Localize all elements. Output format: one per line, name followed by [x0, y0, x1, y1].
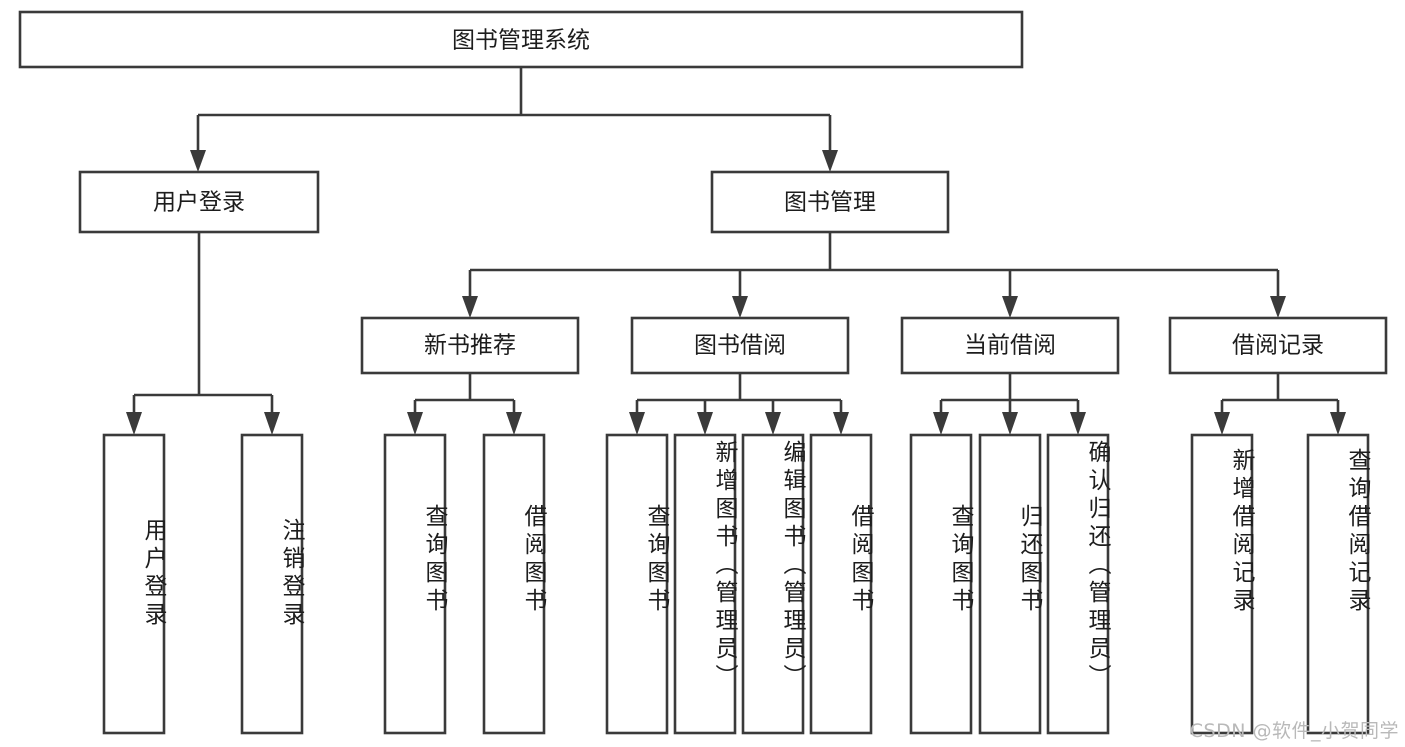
- connector-current-borrow-to-leaves: [933, 373, 1086, 435]
- node-current-borrow[interactable]: 当前借阅: [900, 316, 1120, 375]
- node-leaf-borrow-book-2-box[interactable]: [809, 433, 873, 735]
- arrow-head-icon: [822, 150, 838, 172]
- arrow-head-icon: [1002, 296, 1018, 318]
- node-root-label: 图书管理系统: [452, 28, 590, 54]
- node-user-login-label: 用户登录: [153, 190, 245, 216]
- connector-user-login-to-leaves: [126, 232, 280, 435]
- arrow-head-icon: [833, 412, 849, 435]
- arrow-head-icon: [629, 412, 645, 435]
- arrow-head-icon: [506, 412, 522, 435]
- node-current-borrow-box[interactable]: [900, 316, 1120, 375]
- node-leaf-query-record-box[interactable]: [1306, 433, 1370, 735]
- node-leaf-confirm-return-box[interactable]: [1046, 433, 1110, 735]
- node-borrow-record-label: 借阅记录: [1232, 333, 1324, 359]
- node-leaf-add-book-box[interactable]: [673, 433, 737, 735]
- connector-root-to-level2: [190, 67, 838, 172]
- arrow-head-icon: [1002, 412, 1018, 435]
- connector-book-manage-to-level3: [462, 232, 1286, 318]
- arrow-head-icon: [190, 150, 206, 172]
- node-new-book-recommend[interactable]: 新书推荐: [360, 316, 580, 375]
- node-current-borrow-label: 当前借阅: [964, 333, 1056, 359]
- node-leaf-logout-box[interactable]: [240, 433, 304, 735]
- node-leaf-borrow-book-1-box[interactable]: [482, 433, 546, 735]
- arrow-head-icon: [732, 296, 748, 318]
- arrow-head-icon: [1070, 412, 1086, 435]
- node-leaf-edit-book-box[interactable]: [741, 433, 805, 735]
- arrow-head-icon: [264, 412, 280, 435]
- connector-book-borrow-to-leaves: [629, 373, 849, 435]
- node-user-login-box[interactable]: [78, 170, 320, 234]
- arrow-head-icon: [765, 412, 781, 435]
- node-new-book-recommend-box[interactable]: [360, 316, 580, 375]
- arrow-head-icon: [126, 412, 142, 435]
- node-book-manage-label: 图书管理: [784, 190, 876, 216]
- watermark-text: CSDN @软件_小贺同学: [1189, 720, 1399, 742]
- node-new-book-recommend-label: 新书推荐: [424, 333, 516, 359]
- node-leaf-user-login-box[interactable]: [102, 433, 166, 735]
- node-leaf-add-record-box[interactable]: [1190, 433, 1254, 735]
- node-leaf-query-book-1-box[interactable]: [383, 433, 447, 735]
- node-borrow-record[interactable]: 借阅记录: [1168, 316, 1388, 375]
- arrow-head-icon: [1330, 412, 1346, 435]
- node-leaf-query-book-2-box[interactable]: [605, 433, 669, 735]
- arrow-head-icon: [407, 412, 423, 435]
- node-book-manage[interactable]: 图书管理: [710, 170, 950, 234]
- node-leaf-query-book-3-box[interactable]: [909, 433, 973, 735]
- node-root-box[interactable]: [18, 10, 1024, 69]
- arrow-head-icon: [462, 296, 478, 318]
- node-leaf-return-book-box[interactable]: [978, 433, 1042, 735]
- node-user-login[interactable]: 用户登录: [78, 170, 320, 234]
- arrow-head-icon: [697, 412, 713, 435]
- connector-borrow-record-to-leaves: [1214, 373, 1346, 435]
- node-book-borrow[interactable]: 图书借阅: [630, 316, 850, 375]
- node-book-borrow-label: 图书借阅: [694, 333, 786, 359]
- node-root[interactable]: 图书管理系统: [18, 10, 1024, 69]
- arrow-head-icon: [1214, 412, 1230, 435]
- arrow-head-icon: [933, 412, 949, 435]
- connector-new-book-recommend-to-leaves: [407, 373, 522, 435]
- arrow-head-icon: [1270, 296, 1286, 318]
